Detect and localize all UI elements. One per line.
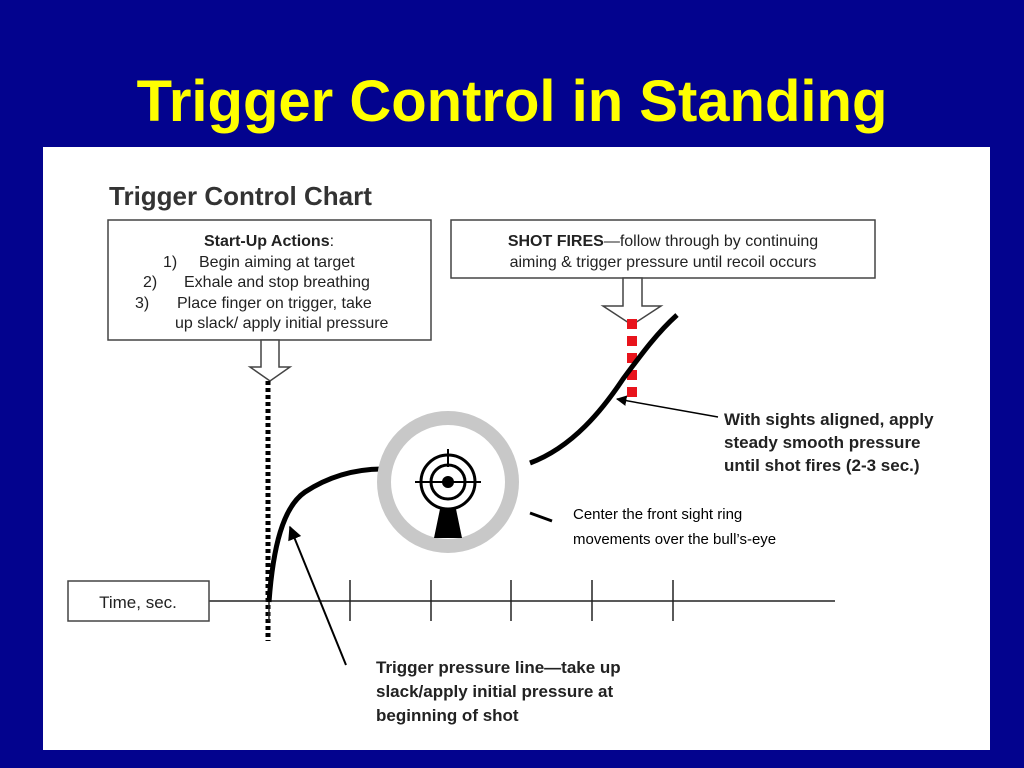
trigger-pressure-curve-upper (529, 313, 679, 466)
chart-panel: Trigger Control Chart Start-Up Actions: … (43, 147, 990, 750)
center-note: Center the front sight ring movements ov… (573, 506, 776, 548)
sights-note-line-3: until shot fires (2-3 sec.) (724, 456, 920, 475)
pressure-note-arrow (288, 525, 347, 666)
shot-fires-box: SHOT FIRES—follow through by continuing … (450, 219, 876, 279)
curve-tail-segment (529, 511, 553, 523)
sights-note-arrow (615, 395, 719, 418)
trigger-pressure-curve (266, 466, 384, 603)
bullseye-icon (415, 449, 481, 511)
startup-item-2: Exhale and stop breathing (184, 274, 370, 291)
startup-heading-colon: : (330, 233, 334, 250)
pressure-note-line-1: Trigger pressure line—take up (376, 658, 621, 677)
shot-fires-bold: SHOT FIRES (508, 233, 604, 250)
startup-item-num-2: 2) (143, 274, 157, 291)
trigger-control-diagram: Trigger Control Chart Start-Up Actions: … (67, 181, 934, 725)
sights-note-line-1: With sights aligned, apply (724, 410, 934, 429)
startup-item-num-3: 3) (135, 295, 149, 312)
svg-text:SHOT FIRES—follow through by c: SHOT FIRES—follow through by continuing (508, 233, 818, 250)
shot-down-arrow (600, 277, 664, 326)
sights-note: With sights aligned, apply steady smooth… (724, 410, 934, 475)
time-axis-label: Time, sec. (99, 593, 177, 612)
svg-text:Start-Up Actions:: Start-Up Actions: (204, 233, 334, 250)
startup-item-3-cont: up slack/ apply initial pressure (175, 315, 389, 332)
chart-heading: Trigger Control Chart (109, 181, 372, 211)
front-sight-post-icon (434, 509, 462, 538)
center-note-line-1: Center the front sight ring (573, 506, 742, 523)
slide-title: Trigger Control in Standing (136, 69, 888, 134)
startup-item-num-1: 1) (163, 254, 177, 271)
shot-fires-rest: —follow through by continuing (604, 233, 818, 250)
pressure-note-line-3: beginning of shot (376, 706, 519, 725)
sights-note-line-2: steady smooth pressure (724, 433, 921, 452)
center-note-line-2: movements over the bull’s-eye (573, 531, 776, 548)
shot-fires-line2: aiming & trigger pressure until recoil o… (510, 254, 817, 271)
startup-heading: Start-Up Actions (204, 233, 330, 250)
startup-item-1: Begin aiming at target (199, 254, 355, 271)
pressure-note: Trigger pressure line—take up slack/appl… (376, 658, 621, 725)
startup-actions-box: Start-Up Actions: 1) Begin aiming at tar… (107, 219, 432, 341)
startup-down-arrow (247, 339, 293, 382)
pressure-note-line-2: slack/apply initial pressure at (376, 682, 614, 701)
sight-ring-icon (377, 411, 519, 553)
startup-item-3: Place finger on trigger, take (177, 295, 372, 312)
